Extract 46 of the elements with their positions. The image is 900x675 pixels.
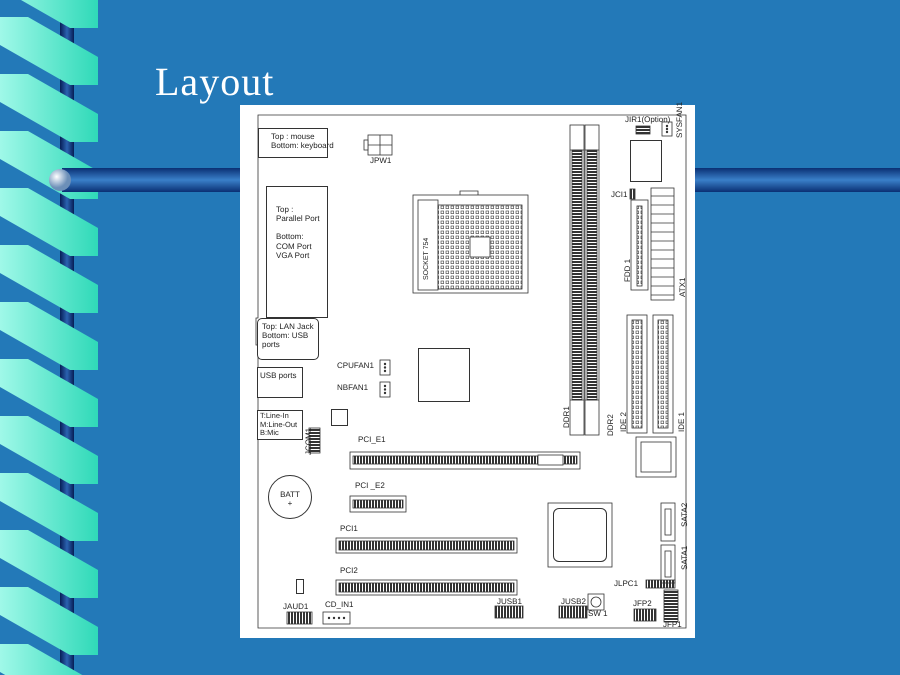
connector-label: JPW1 xyxy=(370,157,392,166)
chip-box xyxy=(553,508,607,562)
battery-label: BATT xyxy=(280,490,300,500)
connector-label: JFP1 xyxy=(663,621,682,630)
connector-label: SW 1 xyxy=(588,610,608,619)
connector-label: SATA2 xyxy=(681,502,690,527)
connector-label: PCI2 xyxy=(340,567,358,576)
port-box xyxy=(257,410,303,440)
connector-label: JCI1 xyxy=(611,191,628,200)
connector-label: JFP2 xyxy=(633,600,652,609)
connector-label: CD_IN1 xyxy=(325,601,354,610)
connector-label: NBFAN1 xyxy=(337,384,368,393)
port-box xyxy=(266,186,328,318)
port-box xyxy=(257,367,303,398)
port-label: Top : xyxy=(276,205,294,214)
connector-label: DDR2 xyxy=(607,414,616,436)
connector-label: DDR1 xyxy=(563,406,572,428)
connector-label: JAUD1 xyxy=(283,603,308,612)
connector-label: SATA1 xyxy=(681,546,690,570)
connector-label: ATX1 xyxy=(679,278,688,297)
battery-label: + xyxy=(288,499,292,508)
port-label: USB ports xyxy=(260,371,296,380)
port-label: Bottom: xyxy=(276,232,304,242)
port-label: VGA Port xyxy=(276,250,310,260)
connector-label: CPUFAN1 xyxy=(337,362,374,371)
connector-label: JCOM1 xyxy=(305,428,314,455)
connector-label: JUSB1 xyxy=(497,598,522,607)
connector-label: IDE 2 xyxy=(620,412,629,432)
chip-box xyxy=(331,409,348,426)
port-label: COM Port xyxy=(276,242,312,251)
port-label: Bottom: USB ports xyxy=(262,331,310,350)
port-label: Top: LAN Jack xyxy=(262,322,314,332)
connector-label: SYSFAN1 xyxy=(676,102,685,138)
chip-box xyxy=(296,579,304,594)
title: Layout xyxy=(155,58,274,105)
port-label: Parallel Port xyxy=(276,214,320,224)
port-box xyxy=(257,318,319,360)
connector-label: FDD 1 xyxy=(624,258,633,282)
connector-label: JUSB2 xyxy=(561,598,586,607)
port-label: Top : mouse xyxy=(271,132,315,142)
connector-label: PCI1 xyxy=(340,525,358,534)
connector-label: JLPC1 xyxy=(614,580,638,589)
connector-label: IDE 1 xyxy=(678,412,687,432)
connector-label: PCI _E2 xyxy=(355,482,385,491)
chip-box xyxy=(418,348,470,402)
chip-box xyxy=(630,140,662,182)
